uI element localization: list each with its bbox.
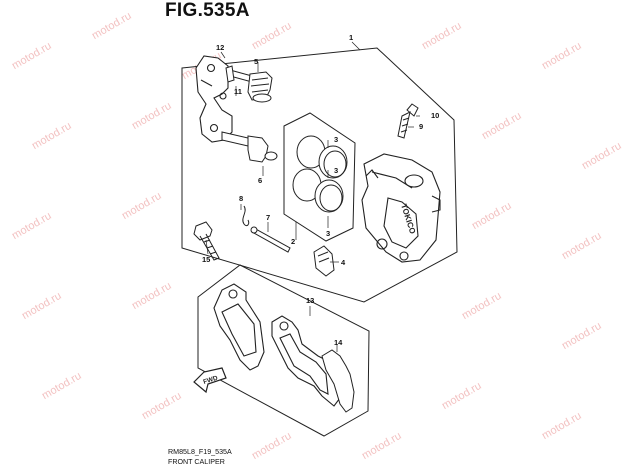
- slide-pin-lower: [221, 131, 278, 163]
- callout-2: 2: [291, 237, 296, 246]
- callout-6: 6: [258, 176, 263, 185]
- pad-backing-plate: [321, 349, 355, 413]
- pad-group-outline: [197, 264, 370, 437]
- leader-lines: [205, 41, 420, 352]
- callout-3: 3: [326, 229, 331, 238]
- pad-spring: [313, 245, 335, 277]
- caliper-body: [361, 153, 441, 263]
- bleeder-screw: [397, 103, 419, 139]
- callout-8: 8: [239, 194, 244, 203]
- pad-clip: [242, 205, 250, 227]
- caliper-bracket: [195, 55, 233, 143]
- figure-caption: FRONT CALIPER: [168, 457, 225, 466]
- callout-10: 10: [431, 111, 440, 120]
- forward-direction-arrow: [193, 367, 227, 394]
- callout-4: 4: [341, 258, 346, 267]
- figure-code: RM85L8_F19_535A: [168, 447, 232, 456]
- pistons: [292, 135, 348, 213]
- forward-arrow-label: FWD: [202, 375, 219, 386]
- callout-14: 14: [334, 338, 343, 347]
- piston-group-outline: [283, 112, 356, 242]
- callout-11: 11: [234, 87, 242, 96]
- callout-1: 1: [349, 33, 354, 42]
- callout-13: 13: [306, 296, 315, 305]
- figure-title: FIG.535A: [165, 0, 250, 21]
- callout-15: 15: [202, 255, 211, 264]
- brake-pad-inner: [213, 283, 265, 371]
- slide-pin-upper: [225, 65, 253, 83]
- dust-boot-5: [247, 71, 273, 103]
- pad-pin: [250, 226, 291, 253]
- callout-9: 9: [419, 122, 424, 131]
- callout-3: 3: [334, 135, 339, 144]
- callout-12: 12: [216, 43, 225, 52]
- callout-7: 7: [266, 213, 271, 222]
- assembly-outline: [181, 47, 458, 303]
- callout-5: 5: [254, 57, 259, 66]
- callout-3: 3: [334, 166, 339, 175]
